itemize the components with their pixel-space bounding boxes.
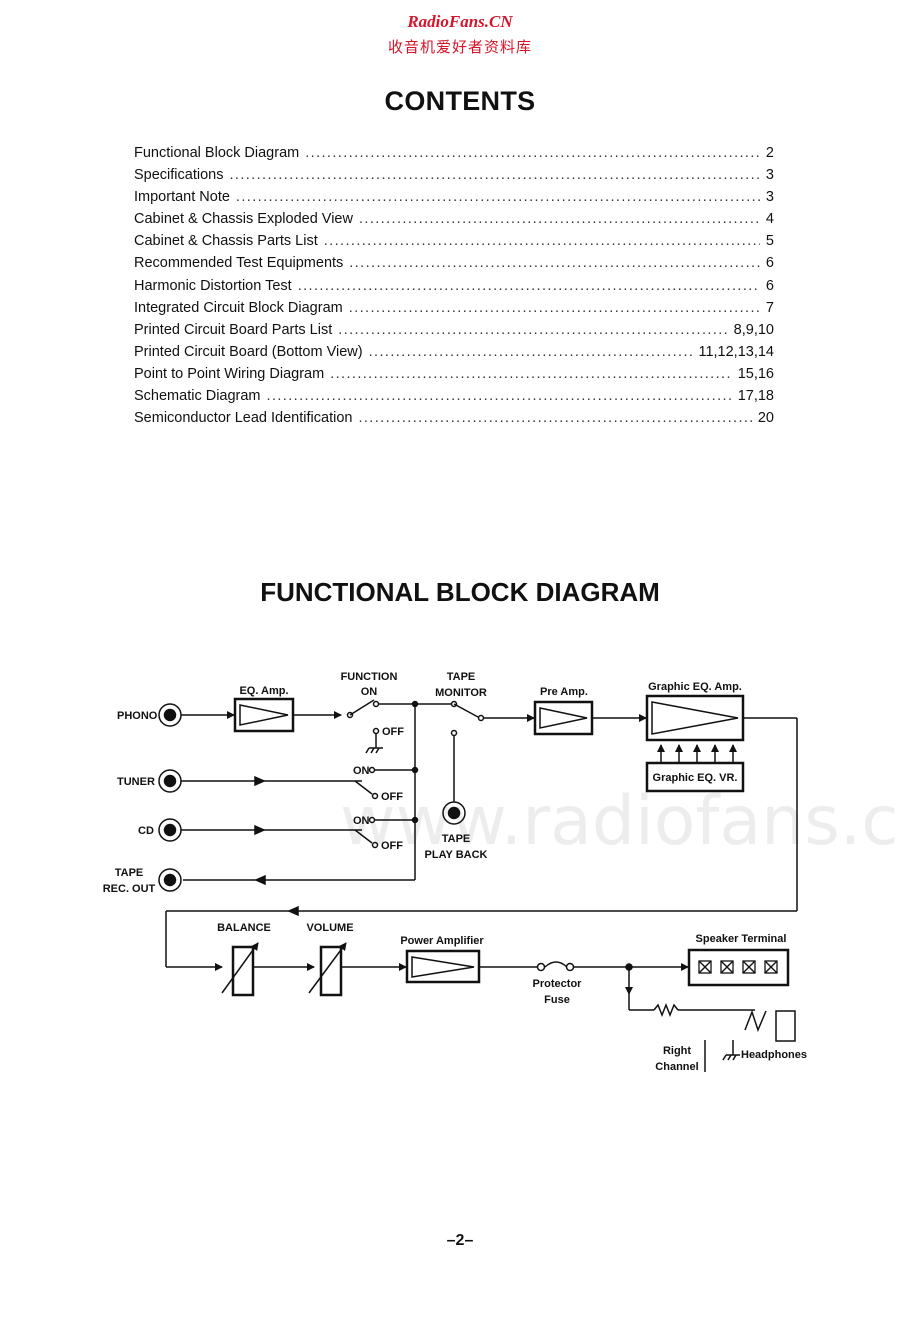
toc-row: Point to Point Wiring Diagram 15,16: [134, 366, 774, 388]
tape-monitor-switch-lever: [453, 703, 479, 718]
cd-jack: [158, 818, 182, 842]
tape-monitor-label: MONITOR: [435, 687, 487, 699]
toc-entry-title: Harmonic Distortion Test: [134, 277, 292, 294]
toc-entry-title: Schematic Diagram: [134, 388, 261, 405]
tape-playback-label: PLAY BACK: [425, 849, 488, 861]
speaker-terminal-block: [687, 948, 790, 987]
graphic-eq-amp-block: [645, 694, 745, 742]
toc-entry-page: 20: [757, 410, 774, 427]
site-subtitle: 收音机爱好者资料库: [387, 38, 532, 56]
speaker-terminal-connectors: [698, 960, 778, 974]
tape-playback-jack: [442, 801, 466, 825]
off-label: OFF: [381, 840, 403, 852]
function-label: FUNCTION: [341, 671, 398, 683]
tape-playback-label: TAPE: [442, 833, 471, 845]
on-label: ON: [353, 815, 370, 827]
headphone-jack: [775, 1010, 796, 1042]
toc-row: Integrated Circuit Block Diagram 7: [134, 300, 774, 322]
toc-entry-page: 6: [765, 277, 774, 294]
volume-control: [319, 945, 343, 997]
toc-row: Important Note 3: [134, 189, 774, 211]
protector-fuse: [536, 961, 575, 972]
toc-row: Printed Circuit Board Parts List 8,9,10: [134, 322, 774, 344]
toc-row: Functional Block Diagram 2: [134, 145, 774, 167]
cd-label: CD: [138, 825, 154, 837]
toc-entry-page: 3: [765, 167, 774, 184]
table-of-contents: Functional Block Diagram 2 Specifications…: [134, 145, 774, 432]
diagram-title: FUNCTIONAL BLOCK DIAGRAM: [260, 577, 660, 607]
contents-title: CONTENTS: [384, 86, 536, 116]
eq-amp-block: [233, 697, 295, 733]
toc-entry-title: Important Note: [134, 189, 230, 206]
toc-row: Specifications 3: [134, 167, 774, 189]
toc-row: Cabinet & Chassis Parts List 5: [134, 233, 774, 255]
toc-entry-page: 11,12,13,14: [698, 343, 774, 360]
pre-amp-label: Pre Amp.: [540, 686, 588, 698]
toc-entry-page: 2: [765, 145, 774, 161]
toc-entry-title: Cabinet & Chassis Exploded View: [134, 211, 353, 228]
tape-monitor-label: TAPE: [447, 671, 476, 683]
toc-row: Recommended Test Equipments 6: [134, 255, 774, 277]
toc-entry-title: Printed Circuit Board (Bottom View): [134, 343, 363, 360]
function-switch-lever: [349, 699, 375, 716]
off-label: OFF: [381, 791, 403, 803]
tape-rec-label: REC. OUT: [103, 883, 156, 895]
off-label: OFF: [382, 726, 404, 738]
graphic-eq-amp-label: Graphic EQ. Amp.: [648, 681, 742, 693]
graphic-eq-vr-block: [645, 761, 745, 793]
toc-entry-title: Integrated Circuit Block Diagram: [134, 299, 343, 316]
toc-row: Semiconductor Lead Identification 20: [134, 410, 774, 432]
phono-jack: [158, 703, 182, 727]
speaker-terminal-label: Speaker Terminal: [696, 933, 787, 945]
graphic-eq-vr-label: Graphic EQ. VR.: [653, 772, 738, 784]
function-on-label: ON: [361, 686, 378, 698]
toc-entry-page: 4: [765, 211, 774, 228]
toc-entry-title: Cabinet & Chassis Parts List: [134, 233, 318, 250]
tuner-label: TUNER: [117, 776, 155, 788]
toc-entry-page: 6: [765, 255, 774, 272]
toc-entry-page: 5: [765, 233, 774, 250]
toc-entry-title: Semiconductor Lead Identification: [134, 410, 353, 427]
toc-row: Printed Circuit Board (Bottom View) 11,12…: [134, 344, 774, 366]
phono-label: PHONO: [117, 710, 158, 722]
eq-amp-label: EQ. Amp.: [239, 685, 288, 697]
toc-entry-title: Point to Point Wiring Diagram: [134, 365, 325, 382]
toc-entry-page: 8,9,10: [733, 321, 774, 338]
tape-rec-label: TAPE: [115, 867, 144, 879]
toc-entry-page: 15,16: [737, 365, 774, 382]
volume-label: VOLUME: [306, 922, 353, 934]
toc-entry-title: Recommended Test Equipments: [134, 255, 344, 272]
on-label: ON: [353, 765, 370, 777]
right-channel-label: Channel: [655, 1061, 698, 1073]
watermark: www.radiofans.c: [340, 782, 899, 861]
right-channel-label: Right: [663, 1045, 691, 1057]
site-name: RadioFans.CN: [407, 12, 513, 31]
toc-entry-page: 7: [765, 299, 774, 316]
fuse-label: Fuse: [544, 994, 570, 1006]
balance-control: [231, 945, 255, 997]
protector-label: Protector: [533, 978, 583, 990]
toc-entry-title: Specifications: [134, 167, 224, 184]
page-number: –2–: [446, 1232, 474, 1249]
tape-rec-jack: [158, 868, 182, 892]
headphones-label: Headphones: [741, 1049, 807, 1061]
toc-row: Harmonic Distortion Test 6: [134, 278, 774, 300]
toc-entry-title: Functional Block Diagram: [134, 145, 300, 161]
headphone-resistor: [653, 1002, 679, 1018]
toc-entry-page: 17,18: [737, 388, 774, 405]
toc-entry-title: Printed Circuit Board Parts List: [134, 321, 333, 338]
toc-entry-page: 3: [765, 189, 774, 206]
power-amp-label: Power Amplifier: [400, 935, 484, 947]
tuner-jack: [158, 769, 182, 793]
balance-label: BALANCE: [217, 922, 271, 934]
toc-row: Cabinet & Chassis Exploded View 4: [134, 211, 774, 233]
toc-row: Schematic Diagram 17,18: [134, 388, 774, 410]
